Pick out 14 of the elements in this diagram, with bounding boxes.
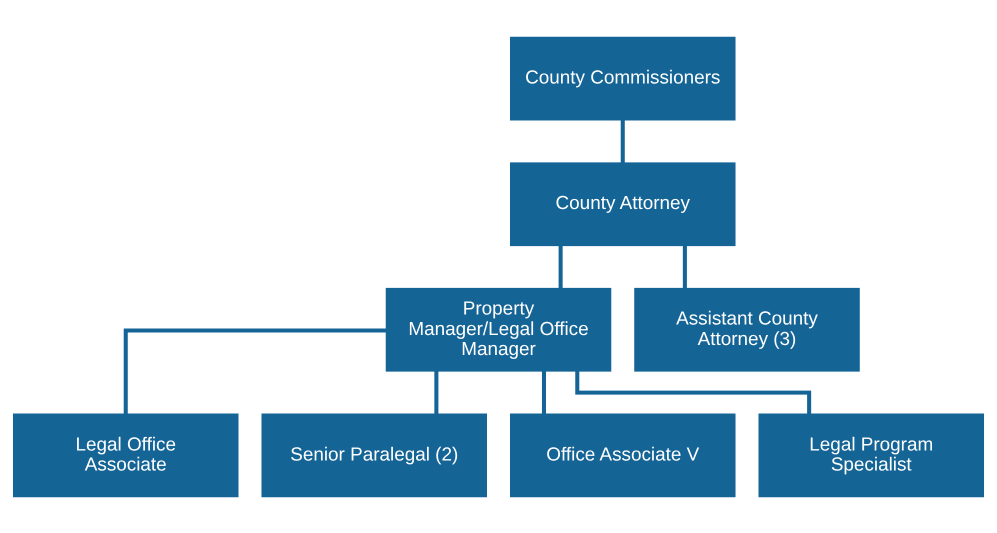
node-box: Legal Program Specialist [758, 413, 984, 497]
node-box: Property Manager/Legal Office Manager [386, 287, 612, 372]
connector [434, 370, 438, 414]
connector [124, 328, 386, 414]
node-box: County Attorney [510, 162, 736, 246]
connector [682, 245, 687, 288]
node-box: Assistant County Attorney (3) [634, 287, 860, 372]
connector [620, 120, 625, 162]
node-box: County Commissioners [510, 36, 736, 120]
node-box: Legal Office Associate [12, 413, 239, 497]
connector [558, 245, 563, 288]
connector [542, 370, 546, 414]
node-box: Office Associate V [510, 413, 736, 497]
node-box: Senior Paralegal (2) [261, 413, 488, 497]
